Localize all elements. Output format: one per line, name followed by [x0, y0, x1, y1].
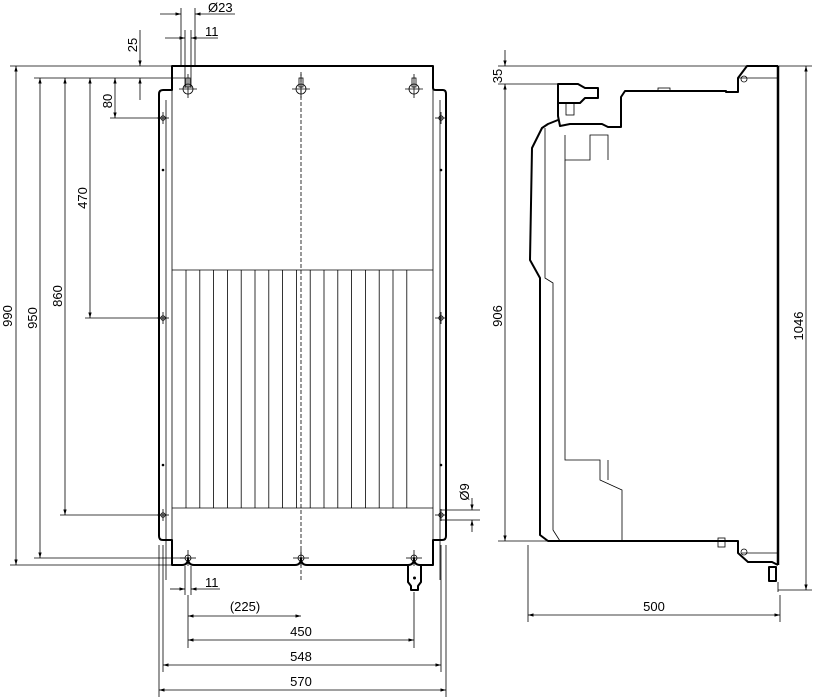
dim-25: 25 — [125, 38, 140, 52]
front-outline — [158, 65, 447, 566]
dim-860: 860 — [50, 285, 65, 307]
dim-450: 450 — [290, 624, 312, 639]
bottom-hole-icon — [293, 550, 309, 566]
side-hole-icon — [435, 312, 447, 324]
keyhole-icon — [405, 74, 423, 98]
dim-906: 906 — [490, 305, 505, 327]
bottom-hole-icon — [406, 550, 422, 566]
dim-80: 80 — [100, 94, 115, 108]
dim-950: 950 — [25, 307, 40, 329]
side-view: 35 906 1046 500 — [490, 50, 812, 622]
dim-548: 548 — [290, 649, 312, 664]
dim-1046: 1046 — [791, 312, 806, 341]
dim-11-bottom: 11 — [205, 575, 219, 590]
dim-225: (225) — [230, 599, 260, 614]
keyhole-icon — [179, 74, 197, 98]
side-profile — [529, 65, 779, 566]
mounting-holes — [157, 74, 447, 566]
dim-470: 470 — [75, 187, 90, 209]
dim-diameter-9: Ø9 — [457, 483, 472, 500]
side-hole-icon — [435, 509, 447, 521]
side-hole-icon — [435, 112, 447, 124]
dim-35: 35 — [490, 69, 505, 83]
dim-diameter-23: Ø23 — [208, 0, 233, 15]
dim-570: 570 — [290, 674, 312, 689]
dim-500: 500 — [643, 599, 665, 614]
dim-11-top: 11 — [205, 24, 219, 39]
keyhole-icon — [292, 74, 310, 98]
front-view: 990 950 860 470 80 25 Ø23 11 Ø9 — [0, 0, 480, 697]
dim-990: 990 — [0, 305, 15, 327]
heatsink-fins — [185, 270, 408, 508]
